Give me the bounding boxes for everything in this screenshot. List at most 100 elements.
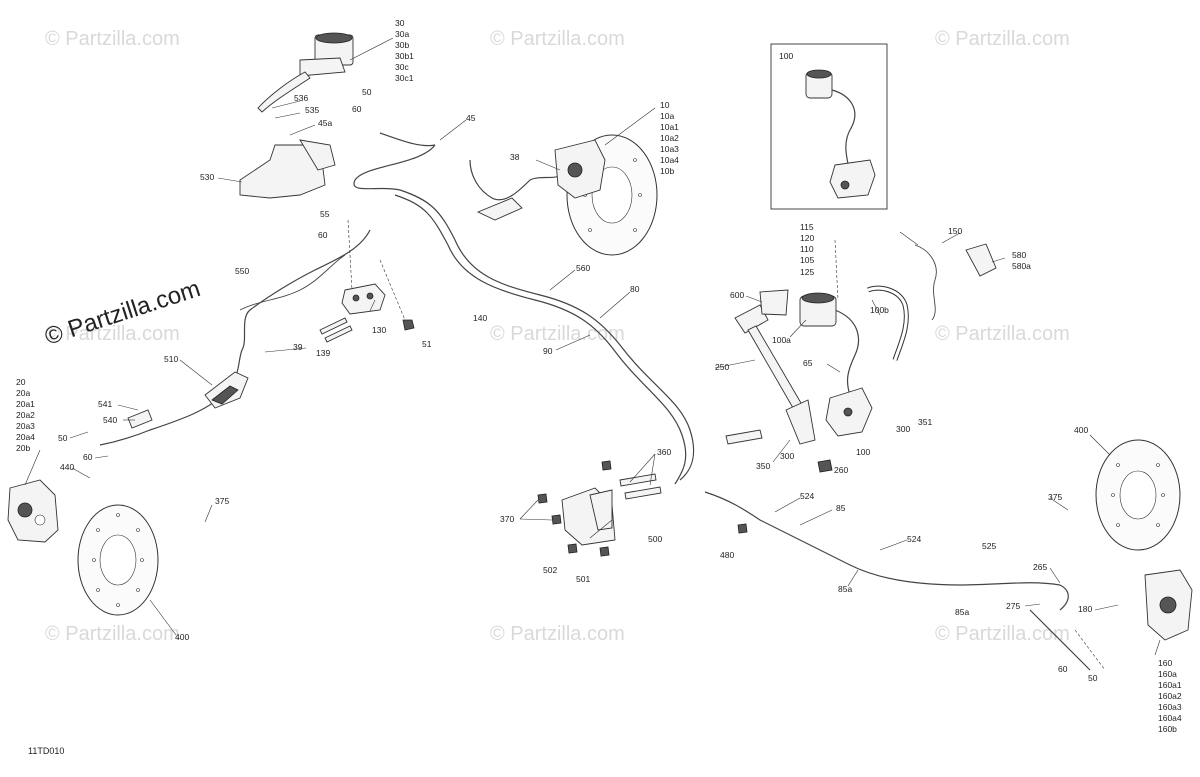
label: 10a1 <box>660 122 679 132</box>
bracket-500 <box>561 487 616 546</box>
label: 275 <box>1006 601 1020 611</box>
label: 180 <box>1078 604 1092 614</box>
label: 502 <box>543 565 557 575</box>
fluid-reservoir-icon <box>805 69 833 99</box>
label: 30b1 <box>395 51 414 61</box>
label: 160a1 <box>1158 680 1182 690</box>
label: 560 <box>576 263 590 273</box>
label: 85a <box>838 584 852 594</box>
label: 300 <box>780 451 794 461</box>
watermarks: © Partzilla.com © Partzilla.com © Partzi… <box>42 28 1070 645</box>
brake-pedal-icon <box>734 304 816 445</box>
label: 10 <box>660 100 670 110</box>
nuts <box>537 460 748 557</box>
detail-box-100: 100 <box>770 43 888 210</box>
label: 524 <box>907 534 921 544</box>
label: 400 <box>1074 425 1088 435</box>
brake-lines <box>99 132 1091 671</box>
label: 38 <box>510 152 520 162</box>
label: 55 <box>320 209 330 219</box>
label: 360 <box>657 447 671 457</box>
label: 125 <box>800 267 814 277</box>
label: 150 <box>948 226 962 236</box>
label: 525 <box>982 541 996 551</box>
label: 10a4 <box>660 155 679 165</box>
label: 85 <box>836 503 846 513</box>
brake-caliper-icon <box>1144 569 1193 641</box>
label: 541 <box>98 399 112 409</box>
nut-260 <box>817 459 833 473</box>
label: 139 <box>316 348 330 358</box>
label: 85a <box>955 607 969 617</box>
watermark: © Partzilla.com <box>935 28 1070 50</box>
label: 39 <box>293 342 303 352</box>
bolts-139 <box>319 317 353 343</box>
watermark: © Partzilla.com <box>490 323 625 345</box>
label: 130 <box>372 325 386 335</box>
label: 20 <box>16 377 26 387</box>
nut-51 <box>402 319 415 331</box>
label: 260 <box>834 465 848 475</box>
watermark: © Partzilla.com <box>490 623 625 645</box>
label: 60 <box>318 230 328 240</box>
watermark: © Partzilla.com <box>935 323 1070 345</box>
fluid-reservoir-icon <box>799 292 837 327</box>
label: 20a2 <box>16 410 35 420</box>
label: 440 <box>60 462 74 472</box>
watermark: © Partzilla.com <box>45 623 180 645</box>
hose-100b <box>867 285 909 361</box>
bracket-510 <box>204 371 249 409</box>
label: 100a <box>772 335 791 345</box>
label: 351 <box>918 417 932 427</box>
bracket-38 <box>476 197 523 221</box>
label: 50 <box>1088 673 1098 683</box>
label: 30b <box>395 40 409 50</box>
sleeve-600 <box>759 289 789 316</box>
label: 20b <box>16 443 30 453</box>
label: 10a2 <box>660 133 679 143</box>
brake-master-cylinder-icon <box>825 387 873 437</box>
bracket-530 <box>239 139 336 199</box>
label: 10a3 <box>660 144 679 154</box>
label: 500 <box>648 534 662 544</box>
label: 400 <box>175 632 189 642</box>
label: 530 <box>200 172 214 182</box>
label: 501 <box>576 574 590 584</box>
label: 524 <box>800 491 814 501</box>
label: 350 <box>756 461 770 471</box>
label: 30 <box>395 18 405 28</box>
label: 45a <box>318 118 332 128</box>
label: 60 <box>352 104 362 114</box>
label: 51 <box>422 339 432 349</box>
label: 600 <box>730 290 744 300</box>
label: 160 <box>1158 658 1172 668</box>
brake-caliper-icon <box>7 479 59 543</box>
label: 480 <box>720 550 734 560</box>
abs-module-icon <box>341 283 386 315</box>
label: 45 <box>466 113 476 123</box>
label: 10b <box>660 166 674 176</box>
label: 50 <box>58 433 68 443</box>
label: 110 <box>800 244 814 254</box>
label: 375 <box>215 496 229 506</box>
label: 580 <box>1012 250 1026 260</box>
label: 30c <box>395 62 409 72</box>
label: 20a <box>16 388 30 398</box>
label: 115 <box>800 222 814 232</box>
watermark: © Partzilla.com <box>45 28 180 50</box>
label: 30c1 <box>395 73 414 83</box>
label: 30a <box>395 29 409 39</box>
bolts-360 <box>619 473 662 500</box>
label: 60 <box>83 452 93 462</box>
label: 65 <box>803 358 813 368</box>
watermark: © Partzilla.com <box>490 28 625 50</box>
label: 375 <box>1048 492 1062 502</box>
label: 120 <box>800 233 814 243</box>
clip-540 <box>127 409 153 429</box>
label: 160b <box>1158 724 1177 734</box>
label: 20a1 <box>16 399 35 409</box>
label: 250 <box>715 362 729 372</box>
label: 10a <box>660 111 674 121</box>
